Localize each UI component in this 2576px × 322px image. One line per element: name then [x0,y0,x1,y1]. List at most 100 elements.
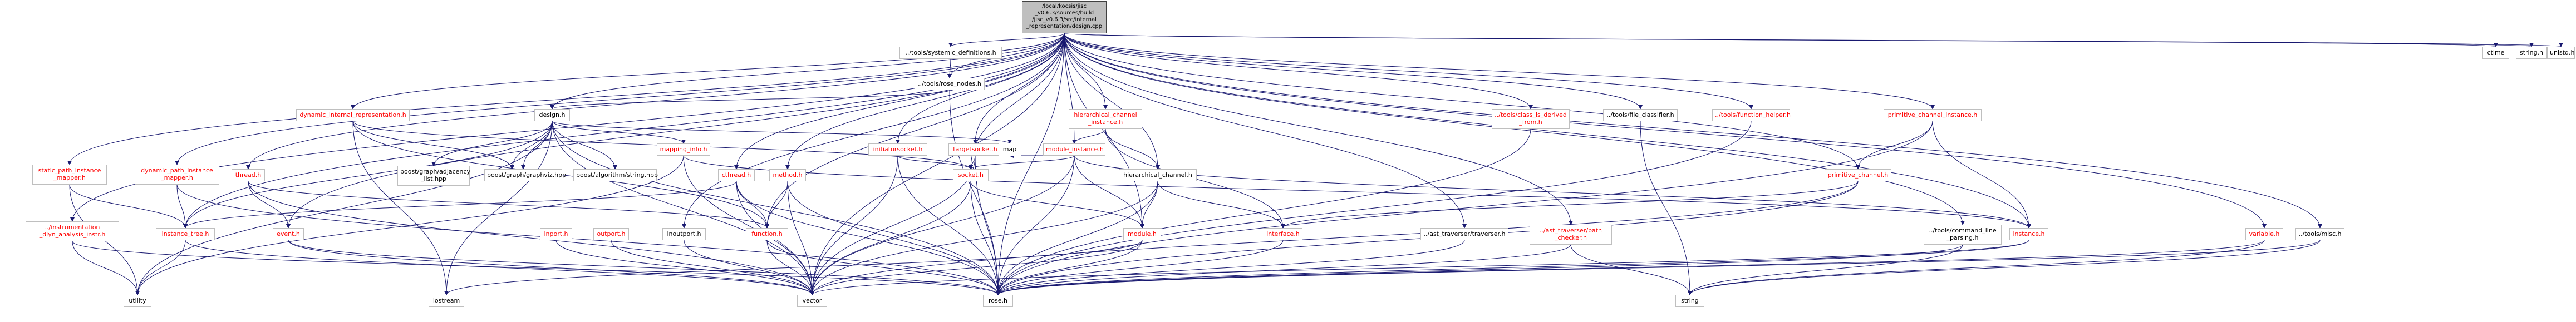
node-mapping-info[interactable]: mapping_info.h [657,143,710,156]
node-boost-string[interactable]: boost/algorithm/string.hpp [573,169,658,181]
edge-root-to-unistd [1064,33,2563,47]
edge-design-to-utility [135,121,553,295]
edge-instance-to-vector [810,240,2029,295]
node-instance-tree[interactable]: instance_tree.h [156,228,215,240]
node-event-h[interactable]: event.h [273,228,304,240]
edge-design-to-iostream [444,121,553,295]
edge-root-to-static_path [67,33,1065,165]
edge-mapping-to-utility [135,155,684,295]
node-utility[interactable]: utility [124,295,151,307]
edge-root-to-rose_nodes [947,33,1065,78]
node-inoutport-h[interactable]: inoutport.h [662,228,706,240]
edge-root-to-thread [246,33,1065,170]
node-map[interactable]: map [999,143,1021,156]
edge-hier_chan-to-module [1140,181,1158,229]
edge-class_derived-to-rose [996,128,1531,295]
edge-misc-to-string [1688,240,2321,295]
node-iostream[interactable]: iostream [429,295,464,307]
node-boost-adjacency-list[interactable]: boost/graph/adjacency _list.hpp [397,166,470,186]
node-string-h[interactable]: string.h [2516,47,2547,59]
edge-cthread-to-inst_tree [183,181,737,229]
node-inport-h[interactable]: inport.h [540,228,572,240]
edge-root-to-class_derived [1064,33,1533,110]
node-ast-path-checker[interactable]: ../ast_traverser/path _checker.h [1530,225,1612,245]
edge-design-to-boost_str [552,121,617,170]
node-class-is-derived-from[interactable]: ../tools/class_is_derived _from.h [1492,109,1570,129]
edge-socket-to-vector [810,181,971,295]
node-string[interactable]: string [1675,295,1704,307]
edge-root-to-ast_path [1064,33,1573,225]
node-cthread-h[interactable]: cthread.h [718,169,755,181]
node-rose-nodes[interactable]: ../tools/rose_nodes.h [915,78,985,90]
node-tools-misc[interactable]: ../tools/misc.h [2295,228,2344,240]
edge-root-to-variable [1064,33,2267,229]
node-instance-h[interactable]: instance.h [2009,228,2048,240]
edge-thread-to-event [248,181,291,229]
node-systemic-definitions[interactable]: ../tools/systemic_definitions.h [899,47,1002,59]
edge-root-to-target [973,33,1065,144]
node-command-line-parsing[interactable]: ../tools/command_line _parsing.h [1924,225,2002,245]
node-thread-h[interactable]: thread.h [232,169,265,181]
node-variable-h[interactable]: variable.h [2245,228,2283,240]
node-hierarchical-channel-instance[interactable]: hierarchical_channel _instance.h [1069,109,1142,129]
node-primitive-channel-instance[interactable]: primitive_channel_instance.h [1884,109,1982,121]
node-design-h[interactable]: design.h [534,109,570,121]
edge-rose_nodes-to-rose [949,90,1000,295]
node-file-classifier[interactable]: ../tools/file_classifier.h [1603,109,1678,121]
edge-instance-to-rose [996,240,2029,295]
edge-function-to-rose [766,240,1000,295]
node-module-instance[interactable]: module_instance.h [1043,143,1105,156]
root-file-node[interactable]: /local/kocsis/jisc _v0.6.3/sources/build… [1022,1,1107,33]
node-boost-graphviz[interactable]: boost/graph/graphviz.hpp [484,169,566,181]
node-ctime[interactable]: ctime [2482,47,2509,59]
node-function-h[interactable]: function.h [746,228,788,240]
node-function-helper[interactable]: ../tools/function_helper.h [1712,109,1791,121]
edge-module-to-rose [996,240,1143,295]
edge-rose_nodes-to-design [550,90,950,110]
edge-event-to-rose [288,240,1000,295]
node-instrumentation-analysis[interactable]: ../instrumentation _dlyn_analysis_instr.… [26,221,119,241]
edge-prim_chan-to-vector [810,181,1859,295]
edge-prim_inst-to-prim_chan [1856,121,1933,170]
edge-design-to-map [552,121,1012,144]
edge-design-to-boost_adj [431,121,553,166]
edge-root-to-prim_inst [1064,33,1935,110]
edge-root-to-method [785,33,1065,170]
edge-root-to-systemic [948,33,1065,47]
edge-event-to-vector [288,240,814,295]
node-unistd-h[interactable]: unistd.h [2547,47,2575,59]
node-vector[interactable]: vector [797,295,827,307]
node-primitive-channel[interactable]: primitive_channel.h [1825,169,1891,181]
edge-interface-to-rose [996,240,1284,295]
edge-module-to-vector [810,240,1143,295]
edge-root-to-cthread [734,33,1065,170]
node-interface-h[interactable]: interface.h [1264,228,1302,240]
edge-root-to-hier_chan [1064,33,1160,170]
node-dynamic-path-instance-mapper[interactable]: dynamic_path_instance _mapper.h [135,165,219,185]
node-method-h[interactable]: method.h [769,169,806,181]
node-initiatorsocket-h[interactable]: initiatorsocket.h [868,143,927,156]
edge-dyn_int-to-iostream [352,121,449,295]
node-hierarchical-channel[interactable]: hierarchical_channel.h [1119,169,1197,181]
node-module-h[interactable]: module.h [1123,228,1161,240]
edge-root-to-module [1064,33,1144,229]
edge-inst_tree-to-vector [185,240,814,295]
edge-module_inst-to-module [1074,155,1144,229]
node-socket-h[interactable]: socket.h [953,169,989,181]
node-dynamic-internal-representation[interactable]: dynamic_internal_representation.h [296,109,410,121]
edge-initiator-to-vector [810,155,898,295]
edge-initiator-to-rose [897,155,1000,295]
edge-module_inst-to-instance [1074,155,2031,229]
node-ast-traverser[interactable]: ../ast_traverser/traverser.h [1420,228,1508,240]
edge-root-to-rose [996,33,1065,295]
edge-static_path-to-inst_tree [69,184,188,229]
node-targetsocket-h[interactable]: targetsocket.h [948,143,1002,156]
edge-hier_inst-to-module_inst [1072,128,1106,144]
node-outport-h[interactable]: outport.h [593,228,629,240]
node-static-path-instance-mapper[interactable]: static_path_instance _mapper.h [32,165,107,185]
edge-ast_path-to-string [1570,244,1692,295]
edge-variable-to-string [1688,240,2265,295]
node-rose-h[interactable]: rose.h [983,295,1013,307]
edge-root-to-inoutport [682,33,1065,229]
